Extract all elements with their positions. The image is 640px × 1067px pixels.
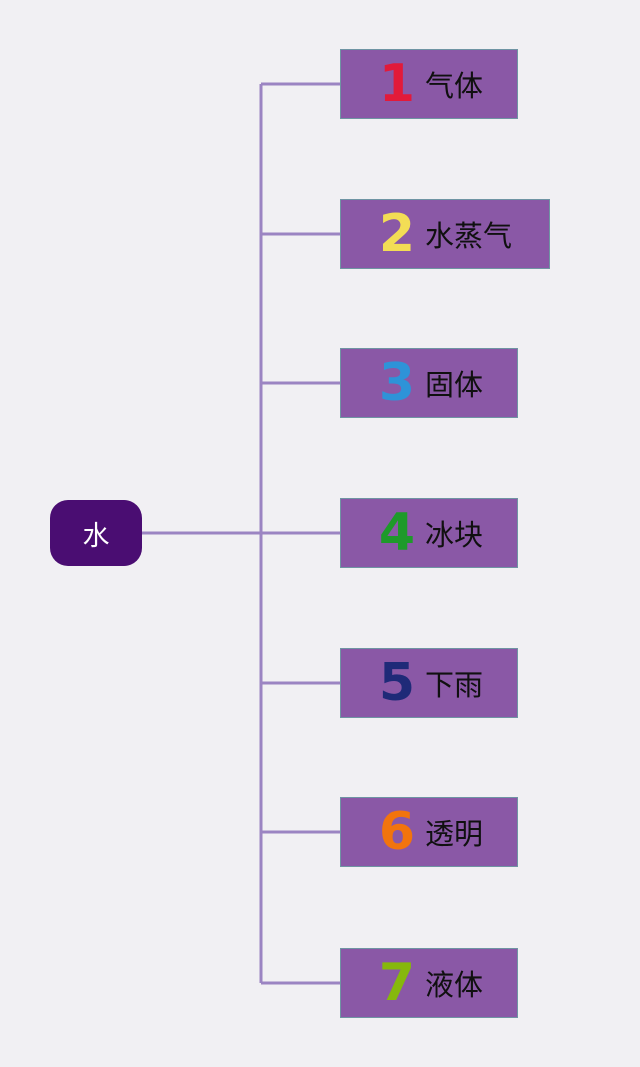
branch-label-1: 气体: [425, 69, 484, 103]
branch-number-7: 7: [378, 953, 416, 1013]
branch-node-5[interactable]: 5 下雨: [340, 648, 518, 718]
branch-node-6[interactable]: 6 透明: [340, 797, 518, 867]
branch-number-6: 6: [378, 802, 416, 862]
branch-node-3[interactable]: 3 固体: [340, 348, 518, 418]
branch-node-4[interactable]: 4 冰块: [340, 498, 518, 568]
branch-label-2: 水蒸气: [425, 219, 513, 253]
branch-label-6: 透明: [425, 817, 484, 851]
branch-label-7: 液体: [425, 968, 484, 1002]
root-node[interactable]: 水: [50, 500, 142, 566]
branch-label-3: 固体: [425, 368, 484, 402]
branch-node-7[interactable]: 7 液体: [340, 948, 518, 1018]
root-label: 水: [82, 520, 110, 552]
branch-number-2: 2: [378, 204, 416, 264]
branch-node-1[interactable]: 1 气体: [340, 49, 518, 119]
branch-node-2[interactable]: 2 水蒸气: [340, 199, 550, 269]
branch-number-3: 3: [378, 353, 416, 413]
branch-number-5: 5: [378, 653, 416, 713]
branch-label-5: 下雨: [425, 668, 484, 702]
branch-label-4: 冰块: [425, 518, 484, 552]
branch-number-1: 1: [378, 54, 416, 114]
branch-number-4: 4: [378, 503, 416, 563]
